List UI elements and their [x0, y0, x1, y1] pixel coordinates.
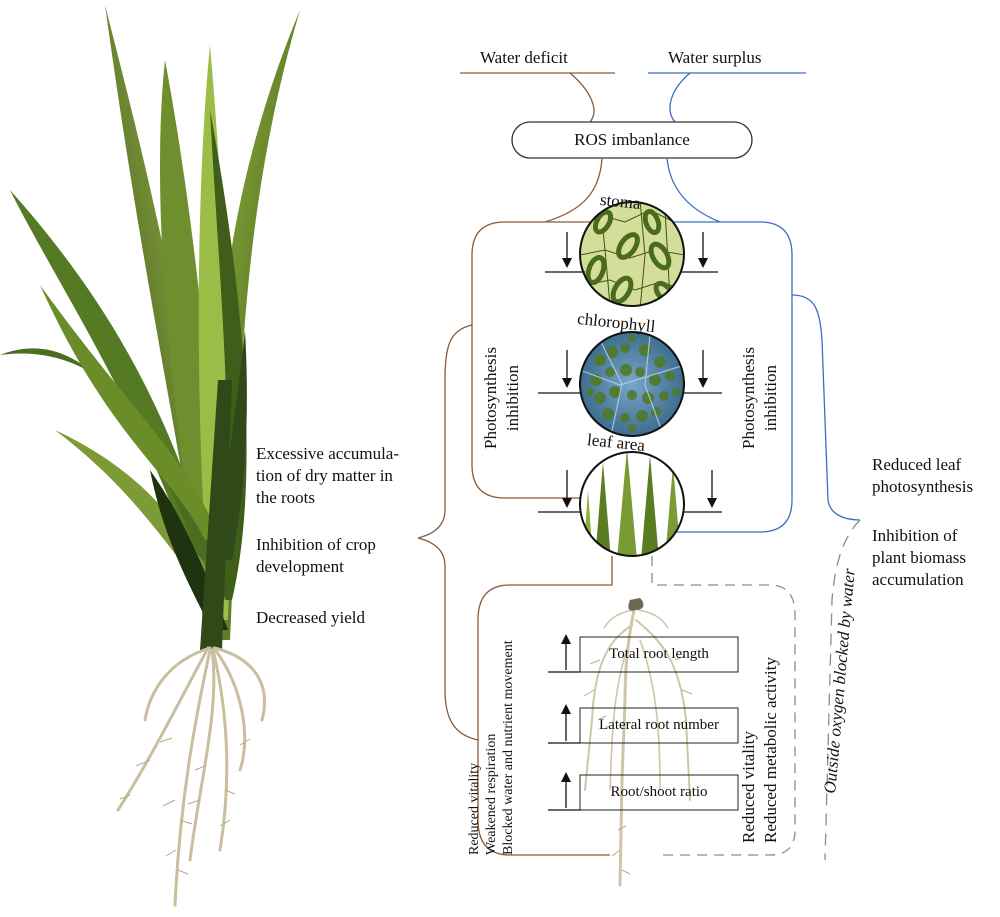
- effect-excessive-line2: tion of dry matter in: [256, 466, 393, 485]
- root-right-effects: Reduced vitality Reduced metabolic activ…: [738, 593, 782, 843]
- effect-inhibition-line2: development: [256, 557, 344, 576]
- left-photosynthesis: Photosynthesis inhibition: [480, 303, 524, 493]
- header-lines: [460, 72, 806, 123]
- label-water-surplus: Water surplus: [668, 48, 762, 67]
- root-left-line3: Blocked water and nutrient movement: [501, 640, 516, 855]
- effect-biomass-line3: accumulation: [872, 570, 964, 589]
- chlorophyll-circle: [579, 331, 685, 437]
- label-water-deficit: Water deficit: [480, 48, 568, 67]
- root-box-2: [579, 707, 739, 744]
- effect-reduced-leaf-line2: photosynthesis: [872, 477, 974, 496]
- label-stoma: stoma: [599, 189, 642, 214]
- effect-excessive-line1: Excessive accumula-: [256, 444, 400, 463]
- effect-inhibition-line1: Inhibition of crop: [256, 535, 376, 554]
- root-label-lateral-number: Lateral root number: [599, 717, 719, 733]
- root-label-root-shoot: Root/shoot ratio: [610, 784, 708, 800]
- leaf-area-circle: [579, 451, 685, 557]
- effect-reduced-leaf: Reduced leaf photosynthesis: [872, 454, 973, 498]
- root-left-line1: Reduced vitality: [467, 762, 482, 855]
- down-arrows: [538, 232, 722, 513]
- root-right-line1: Reduced vitality: [739, 731, 758, 843]
- right-photosynthesis-line1: Photosynthesis: [739, 346, 758, 450]
- effect-biomass-line1: Inhibition of: [872, 526, 958, 545]
- root-box-3: [579, 774, 739, 811]
- effect-excessive-line3: the roots: [256, 488, 316, 507]
- effect-decreased-yield: Decreased yield: [256, 608, 366, 627]
- stoma-circle: [579, 201, 685, 307]
- root-right-line2: Reduced metabolic activity: [761, 657, 780, 843]
- left-photosynthesis-line1: Photosynthesis: [481, 346, 500, 450]
- effect-excessive-accumulation: Excessive accumula- tion of dry matter i…: [256, 443, 399, 509]
- root-left-line2: Weakened respiration: [484, 733, 499, 855]
- root-label-total-length: Total root length: [609, 646, 709, 662]
- ros-box: [511, 121, 753, 159]
- up-arrows: [548, 634, 580, 811]
- root-box-1: [579, 636, 739, 673]
- label-ros: ROS imbanlance: [574, 130, 690, 149]
- effect-inhibition-biomass: Inhibition of plant biomass accumulation: [872, 525, 966, 591]
- effect-reduced-leaf-line1: Reduced leaf: [872, 455, 962, 474]
- effect-biomass-line2: plant biomass: [872, 548, 966, 567]
- left-photosynthesis-line2: inhibition: [503, 364, 522, 432]
- plant-illustration: [0, 5, 300, 907]
- right-photosynthesis: Photosynthesis inhibition: [738, 303, 782, 493]
- right-photosynthesis-line2: inhibition: [761, 364, 780, 432]
- effect-inhibition-crop: Inhibition of crop development: [256, 534, 376, 578]
- root-left-effects: Reduced vitality Weakened respiration Bl…: [466, 605, 526, 855]
